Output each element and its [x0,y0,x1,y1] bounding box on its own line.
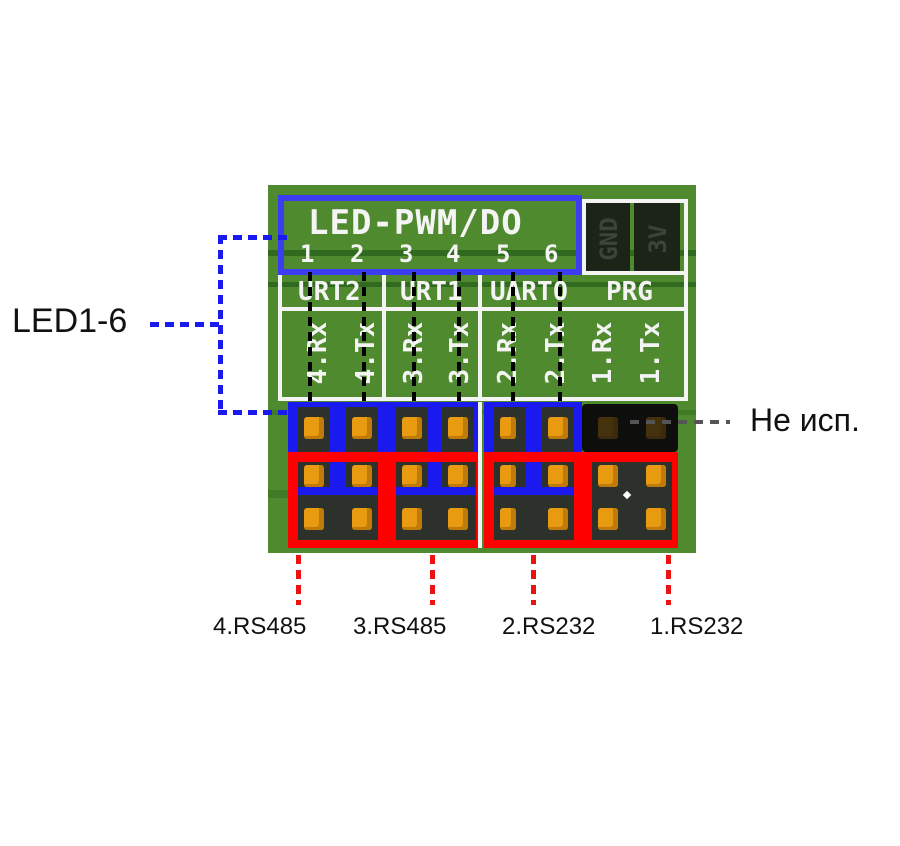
unused-header [582,404,678,452]
led-bracket-vertical [218,235,223,415]
header-title: LED-PWM/DO [308,203,523,243]
pin-label-1-rx: 1.Rx [588,321,618,385]
pad [402,508,422,530]
pad [304,417,324,439]
pad [402,465,422,487]
pad [598,465,618,487]
callout-port-1: 1.RS232 [650,613,744,640]
pad [500,508,516,530]
pad [304,465,324,487]
led-number-1: 1 [300,240,315,268]
rs-line-3 [430,555,435,605]
pad [646,465,666,487]
led-bridge [526,462,542,492]
3v-pad [634,203,680,271]
led-number-6: 6 [544,240,559,268]
pin-label-4-tx: 4.Tx [351,321,381,385]
pad [448,417,468,439]
led-line-1 [308,272,312,402]
led-line-6 [558,272,562,402]
pin-label-2-rx: 2.Rx [493,321,523,385]
gnd-pad [586,203,630,271]
led-bridge [494,487,574,495]
led-line-2 [362,272,366,402]
led-bridge [396,487,476,495]
pad [352,508,372,530]
rs-line-1 [666,555,671,605]
pcb-trace [268,250,696,256]
callout-unused: Не исп. [750,402,860,438]
pad [448,465,468,487]
silk-divider [478,275,482,399]
led-number-5: 5 [496,240,511,268]
pcb-trace [268,490,288,498]
pad [352,465,372,487]
pad [500,465,516,487]
pin-label-1-tx: 1.Tx [636,321,666,385]
group-label-uart0: UART0 [490,277,569,307]
pin-label-area [278,307,688,401]
pad-unused [598,417,618,439]
rs-line-2 [531,555,536,605]
led-bridge [330,462,346,492]
led-number-3: 3 [399,240,414,268]
led-line-3 [412,272,416,402]
led-bracket-bottom [218,410,288,415]
silk-divider [382,275,386,399]
led-line-5 [511,272,515,402]
led-number-2: 2 [350,240,365,268]
power-silk-box [582,199,688,275]
3v-label: 3V [644,224,672,254]
pad [352,417,372,439]
unused-callout-line [630,420,730,424]
pcb-board: LED-PWM/DO 1 2 3 4 5 6 GND 3V URT2 URT1 … [268,185,696,553]
pad [548,508,568,530]
pad [304,508,324,530]
led-number-4: 4 [446,240,461,268]
pin-label-2-tx: 2.Tx [541,321,571,385]
pad [500,417,516,439]
pad [548,465,568,487]
gnd-label: GND [595,217,623,261]
callout-port-2: 2.RS232 [502,613,596,640]
led-bracket-top [218,235,288,240]
pad [448,508,468,530]
rs-line-4 [296,555,301,605]
led-callout-line [150,322,220,327]
pad [548,417,568,439]
group-label-urt1: URT1 [400,277,463,307]
group-label-prg: PRG [606,277,653,307]
led-line-4 [457,272,461,402]
pad [402,417,422,439]
pad [646,508,666,530]
callout-led: LED1-6 [12,302,128,340]
silk-divider [478,402,482,548]
led-bridge [298,487,378,495]
callout-port-3: 3.RS485 [353,613,447,640]
pcb-trace [268,282,696,287]
pad [598,508,618,530]
pcb-trace [268,410,696,415]
led-bridge [428,462,442,492]
callout-port-4: 4.RS485 [213,613,307,640]
